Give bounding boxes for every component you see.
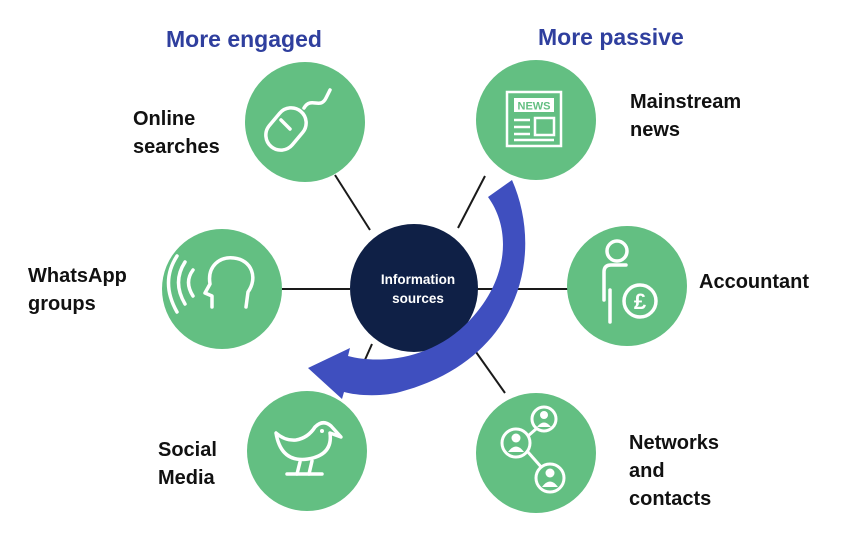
people-figures [508,411,558,487]
label-mainstream-news: Mainstream news [630,88,741,144]
label-online-searches-line1: Online [133,108,196,130]
node-online-searches [245,62,365,182]
node-networks-contacts [476,393,596,513]
person-pound-icon [602,239,658,324]
engagement-arrow [308,180,526,399]
label-online-searches: Online searches [133,105,220,161]
label-whatsapp-groups: WhatsApp groups [28,262,127,318]
center-label-line2: sources [392,291,444,306]
bird-eye [320,429,324,433]
node-mainstream-news: NEWS [476,60,596,180]
label-accountant: Accountant [699,268,809,296]
label-mainstream-news-line1: Mainstream [630,91,742,113]
label-networks-contacts-line1: Networks [629,432,720,454]
newspaper-icon: NEWS [505,90,563,148]
center-label-line1: Information [381,272,455,287]
label-mainstream-news-line2: news [630,119,681,141]
node-accountant: £ [567,226,687,346]
center-information-sources: Information sources [350,224,478,352]
label-online-searches-line2: searches [133,136,220,158]
label-networks-contacts-line2: and [629,460,665,482]
label-networks-contacts: Networks and contacts [629,429,719,513]
pound-sign: £ [634,289,647,314]
label-whatsapp-groups-line1: WhatsApp [28,265,127,287]
label-social-media: Social Media [158,436,217,492]
header-more-passive: More passive [538,24,684,50]
mouse-icon [264,88,332,152]
header-more-engaged: More engaged [166,26,322,52]
label-social-media-line1: Social [158,439,217,461]
svg-text:NEWS: NEWS [518,101,551,113]
label-whatsapp-groups-line2: groups [28,293,96,315]
bird-icon [274,421,343,476]
label-accountant-line1: Accountant [699,271,809,293]
label-social-media-line2: Media [158,467,215,489]
label-networks-contacts-line3: contacts [629,488,712,510]
node-whatsapp-groups [162,229,282,349]
node-social-media [247,391,367,511]
speaking-head-icon [166,254,255,314]
